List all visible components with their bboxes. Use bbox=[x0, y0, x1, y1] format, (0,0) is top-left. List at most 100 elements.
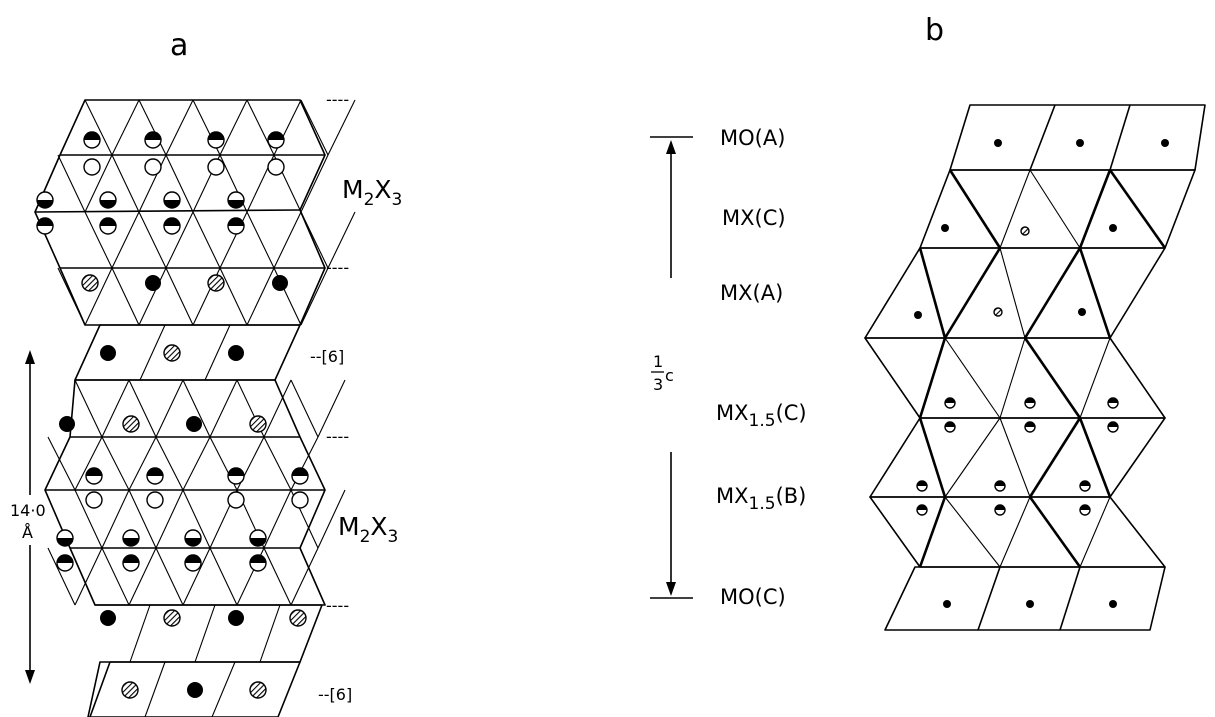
formula-m2x3-lower: M2X3 bbox=[338, 512, 398, 547]
black-atom bbox=[1078, 308, 1086, 316]
open-atom bbox=[146, 491, 164, 509]
polyhedron-edge bbox=[74, 489, 103, 549]
polyhedron-edge bbox=[209, 547, 238, 606]
half-atom bbox=[36, 217, 54, 235]
polyhedron-edge bbox=[919, 169, 1196, 249]
half-atom bbox=[944, 397, 956, 409]
halfdown-atom bbox=[184, 529, 202, 547]
polyhedron-edge bbox=[259, 604, 281, 663]
layer-label: MX1.5(C) bbox=[716, 401, 807, 431]
polyhedron-edge bbox=[138, 154, 167, 213]
black-atom bbox=[100, 345, 116, 361]
half-atom bbox=[944, 421, 956, 433]
halfdown-atom bbox=[163, 191, 181, 209]
polyhedron-edge bbox=[165, 154, 194, 213]
black-atom bbox=[941, 224, 949, 232]
polyhedron-edge bbox=[74, 547, 103, 606]
polyhedron-edge bbox=[263, 547, 292, 606]
half-atom bbox=[1079, 504, 1091, 516]
polyhedron-edge bbox=[138, 267, 167, 326]
panel-a-polyhedra bbox=[34, 99, 356, 717]
polyhedron-edge bbox=[999, 337, 1026, 419]
layer-label: MX1.5(B) bbox=[716, 484, 806, 514]
panel-a: a ---- ---- ---- ---- --[6] --[6] M2X3 M… bbox=[10, 28, 402, 717]
halfdown-atom bbox=[36, 191, 54, 209]
polyhedron-edge bbox=[944, 496, 1001, 568]
polyhedron-edge bbox=[84, 99, 113, 156]
polyhedron-edge bbox=[943, 247, 1002, 339]
polyhedron-edge bbox=[317, 489, 346, 549]
polyhedron-edge bbox=[263, 379, 292, 438]
panel-b: b 1 3 c MO(A) MX(C) MX(A) MX1.5(C) MX1.5… bbox=[650, 13, 1206, 631]
polyhedron-edge bbox=[246, 99, 275, 156]
polyhedron-edge bbox=[1028, 496, 1082, 568]
polyhedron-edge bbox=[246, 211, 275, 269]
half-atom bbox=[1024, 421, 1036, 433]
polyhedron-edge bbox=[155, 547, 184, 606]
open-atom bbox=[227, 491, 245, 509]
polyhedron-edge bbox=[165, 267, 194, 326]
polyhedron-edge bbox=[87, 661, 301, 717]
hatched-atom bbox=[81, 274, 99, 292]
polyhedron-edge bbox=[918, 496, 947, 568]
polyhedron-edge bbox=[111, 99, 140, 156]
marker-6-upper: --[6] bbox=[310, 347, 344, 366]
polyhedron-edge bbox=[101, 547, 130, 606]
half-atom bbox=[207, 131, 225, 149]
halfdown-atom bbox=[227, 191, 245, 209]
polyhedron-edge bbox=[204, 324, 231, 381]
black-atom bbox=[187, 682, 203, 698]
polyhedron-edge bbox=[129, 604, 151, 663]
polyhedron-edge bbox=[74, 379, 103, 438]
polyhedron-edge bbox=[1078, 169, 1112, 249]
polyhedron-edge bbox=[138, 99, 167, 156]
panel-b-label: b bbox=[925, 13, 944, 48]
black-atom bbox=[914, 311, 922, 319]
halfdown-atom bbox=[122, 529, 140, 547]
polyhedron-edge bbox=[1029, 104, 1056, 171]
half-atom bbox=[267, 131, 285, 149]
polyhedron-edge bbox=[182, 489, 211, 549]
polyhedron-edge bbox=[263, 436, 292, 491]
half-atom bbox=[56, 554, 74, 572]
polyhedron-edge bbox=[155, 436, 184, 491]
black-atom bbox=[1161, 139, 1169, 147]
polyhedron-edge bbox=[165, 99, 194, 156]
open-atom bbox=[144, 158, 162, 176]
polyhedron-edge bbox=[192, 211, 221, 269]
polyhedron-edge bbox=[300, 211, 329, 269]
hatched-atom bbox=[1020, 226, 1030, 236]
hatched-atom bbox=[122, 415, 140, 433]
polyhedron-edge bbox=[84, 154, 113, 213]
half-atom bbox=[1107, 397, 1119, 409]
polyhedron-edge bbox=[139, 324, 166, 381]
polyhedron-edge bbox=[128, 489, 157, 549]
black-atom bbox=[100, 610, 116, 626]
half-atom bbox=[249, 554, 267, 572]
polyhedron-edge bbox=[57, 154, 86, 213]
black-atom bbox=[228, 610, 244, 626]
hatched-atom bbox=[249, 415, 267, 433]
panel-b-polyhedra bbox=[864, 104, 1206, 631]
hatched-atom bbox=[121, 681, 139, 699]
panel-b-atoms bbox=[914, 139, 1169, 608]
polyhedron-edge bbox=[944, 417, 1001, 498]
polyhedron-edge bbox=[101, 489, 130, 549]
period-axis: 1 3 c bbox=[650, 136, 693, 599]
polyhedron-edge bbox=[47, 436, 76, 491]
polyhedron-edge bbox=[300, 154, 329, 213]
dimension-unit: Å bbox=[22, 523, 33, 542]
polyhedron-edge bbox=[74, 436, 103, 491]
black-atom bbox=[994, 139, 1002, 147]
polyhedron-edge bbox=[111, 267, 140, 326]
hatched-atom bbox=[163, 344, 181, 362]
polyhedron-edge bbox=[1059, 566, 1081, 631]
half-atom bbox=[122, 554, 140, 572]
half-atom bbox=[83, 131, 101, 149]
half-atom bbox=[916, 504, 928, 516]
black-atom bbox=[59, 416, 75, 432]
polyhedron-edge bbox=[1108, 169, 1167, 249]
polyhedron-edge bbox=[89, 661, 111, 717]
polyhedron-edge bbox=[1029, 169, 1081, 249]
polyhedron-edge bbox=[84, 211, 113, 269]
